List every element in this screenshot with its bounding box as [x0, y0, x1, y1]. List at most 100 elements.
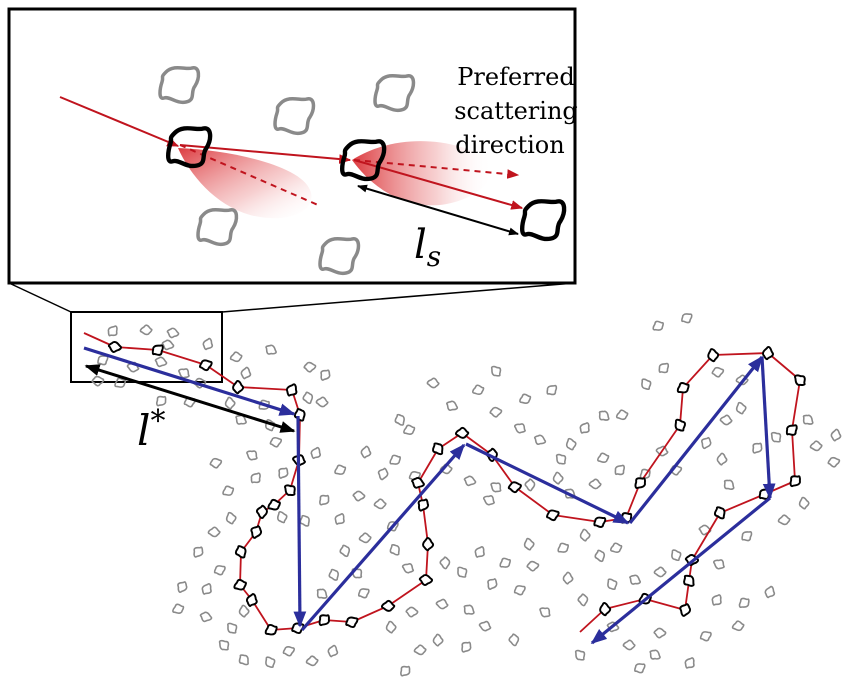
- blob-particle-icon: [797, 496, 811, 511]
- blob-particle-icon: [305, 654, 320, 668]
- blob-particle-icon: [560, 571, 576, 586]
- blob-particle-icon: [437, 555, 452, 570]
- blob-particle-icon: [593, 549, 607, 563]
- blob-particle-icon: [301, 390, 315, 405]
- blob-particle-icon: [224, 511, 238, 526]
- blob-scatterer-icon: [793, 373, 807, 388]
- blob-particle-icon: [327, 568, 340, 582]
- blob-scatterer-icon: [785, 424, 799, 437]
- blob-scatterer-icon: [674, 418, 687, 432]
- blob-particle-icon: [222, 484, 235, 497]
- blob-particle-icon: [357, 587, 370, 599]
- blob-particle-icon: [513, 584, 527, 597]
- blob-particle-icon: [223, 396, 238, 411]
- blob-scatterer-icon: [677, 601, 693, 618]
- blob-particle-icon: [609, 541, 623, 555]
- zoom-region-rect: [70, 311, 223, 383]
- blob-particle-icon: [198, 609, 213, 625]
- blob-particle-icon: [712, 557, 727, 572]
- blob-particle-icon: [358, 445, 374, 460]
- blob-particle-icon: [557, 542, 570, 554]
- blob-particle-icon: [777, 512, 792, 527]
- scattering-cone-1: [178, 148, 312, 219]
- blob-scatterer-icon: [292, 407, 307, 422]
- inset-panel: Preferred scattering direction ls: [7, 7, 578, 313]
- blob-scatterer-icon: [317, 613, 332, 627]
- blob-scatterer-icon: [676, 381, 690, 394]
- blob-particle-icon: [238, 654, 250, 666]
- blob-particle-icon: [318, 368, 332, 382]
- blob-particle-icon: [315, 394, 330, 410]
- main-panel: l*: [70, 311, 844, 677]
- blob-particle-icon: [459, 640, 473, 654]
- blob-particle-icon: [302, 360, 317, 375]
- blob-particle-icon: [648, 648, 662, 662]
- blob-scatterer-icon: [380, 598, 397, 614]
- blob-scatterer-icon: [409, 475, 426, 491]
- blob-particle-icon: [719, 412, 734, 428]
- blob-particle-icon: [532, 432, 547, 448]
- blob-particle-icon: [249, 472, 263, 485]
- blob-particle-icon: [238, 366, 254, 381]
- blob-particle-icon: [714, 452, 730, 467]
- blob-particle-icon: [404, 604, 419, 620]
- scattering-length-arrow: [357, 184, 519, 236]
- transport-step-4: [465, 442, 630, 525]
- zoom-connector-left: [8, 282, 72, 313]
- blob-scatterer-icon: [633, 476, 648, 490]
- transport-steps: [83, 346, 776, 645]
- blob-scatterer-icon: [420, 536, 436, 553]
- blob-particle-icon: [482, 493, 497, 508]
- blob-particle-icon: [522, 537, 536, 552]
- blob-particle-icon: [398, 664, 412, 677]
- blob-particle-icon: [770, 431, 782, 444]
- blob-scatterer-icon: [284, 382, 300, 398]
- blob-particle-icon: [538, 605, 552, 619]
- blob-scatterer-icon: [788, 474, 803, 488]
- blob-particle-icon: [351, 488, 366, 504]
- blob-scatterer-icon: [248, 523, 264, 540]
- blob-particle-icon: [325, 644, 341, 659]
- blob-scatterer-icon: [244, 592, 260, 609]
- blob-particle-icon: [282, 644, 296, 658]
- blob-particle-icon: [430, 633, 446, 648]
- blob-particle-icon: [478, 618, 493, 634]
- blob-particle-icon: [652, 320, 665, 332]
- blob-particle-icon: [200, 337, 216, 352]
- scattering-length-base: l: [414, 222, 427, 268]
- blob-particle-icon: [738, 597, 751, 609]
- blob-particle-icon: [699, 630, 713, 643]
- blob-particle-icon: [574, 649, 586, 662]
- blob-particle-icon: [522, 477, 538, 492]
- blob-particle-icon: [165, 325, 180, 341]
- blob-particle-icon: [106, 325, 120, 338]
- transport-step-2: [293, 415, 307, 628]
- blob-particle-icon: [402, 423, 416, 436]
- blob-particle-icon: [171, 602, 185, 615]
- blob-particle-icon: [670, 549, 682, 562]
- blob-particle-icon: [245, 448, 259, 462]
- blob-particle-icon: [762, 585, 778, 600]
- blob-particle-icon: [652, 625, 667, 641]
- blob-particle-icon: [97, 355, 109, 366]
- blob-particle-icon: [299, 514, 311, 527]
- blob-particle-icon: [578, 528, 593, 543]
- blob-particle-icon: [680, 312, 693, 324]
- blob-particle-icon: [731, 619, 746, 633]
- blob-scatterer-icon: [415, 497, 431, 513]
- blob-particle-icon: [627, 572, 642, 587]
- blob-particle-icon: [393, 413, 406, 427]
- blob-particle-icon: [333, 463, 347, 476]
- blob-particle-icon: [264, 656, 276, 669]
- blob-particle-icon: [275, 510, 289, 524]
- blob-particle-icon: [578, 421, 592, 435]
- blob-particle-icon: [801, 413, 814, 427]
- blob-scatterer-icon: [264, 623, 278, 637]
- blob-particle-icon: [218, 639, 230, 652]
- transport-length-superscript: *: [150, 404, 165, 439]
- zoom-connector-right: [221, 282, 576, 313]
- blob-particle-icon: [698, 435, 714, 450]
- blob-particle-icon: [551, 471, 566, 486]
- blob-scatterer-icon: [344, 615, 359, 629]
